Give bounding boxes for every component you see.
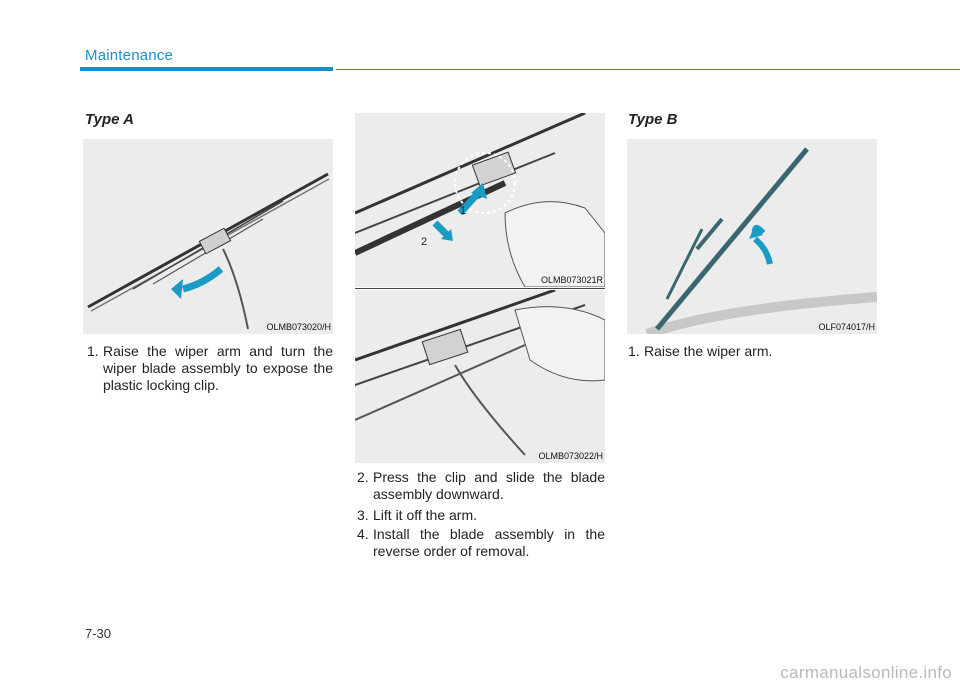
type-b-heading: Type B [628,111,678,128]
step-text: Raise the wiper arm and turn the wiper b… [103,343,333,393]
header-rule-thin [336,69,960,70]
step-number: 3. [357,507,369,523]
section-title: Maintenance [85,47,174,64]
type-b-wiper-illustration [645,147,877,334]
step-4: 4. Install the blade assembly in the rev… [357,526,605,560]
figure-slide-blade: OLMB073022/H [355,290,605,463]
step-2: 2. Press the clip and slide the blade as… [357,469,605,503]
step-3: 3. Lift it off the arm. [357,507,605,524]
step-text: Press the clip and slide the blade assem… [373,469,605,502]
figure-wiper-raise-turn: OLMB073020/H [83,139,333,334]
step-number: 4. [357,526,369,542]
header-rule-thick [80,67,333,71]
step-number: 2. [357,469,369,485]
page-number: 7-30 [85,626,112,641]
callout-1: 1 [460,205,467,217]
step-number: 1. [628,343,640,359]
figure-code: OLMB073021R [540,275,603,285]
clip-press-illustration [355,113,605,287]
step-number: 1. [87,343,99,359]
figure-code: OLMB073020/H [266,322,331,332]
step-text: Lift it off the arm. [373,507,478,523]
figure-divider [355,288,605,289]
step-1: 1. Raise the wiper arm and turn the wipe… [87,343,333,394]
type-b-step-1: 1. Raise the wiper arm. [628,343,878,360]
step-text: Raise the wiper arm. [644,343,773,359]
watermark: carmanualsonline.info [780,663,952,682]
step-text: Install the blade assembly in the revers… [373,526,605,559]
figure-press-clip: 1 2 OLMB073021R [355,113,605,287]
slide-blade-illustration [355,290,605,456]
callout-2: 2 [421,236,428,248]
type-a-heading: Type A [85,111,134,128]
figure-code: OLMB073022/H [538,451,603,461]
figure-code: OLF074017/H [818,322,875,332]
figure-raise-wiper-arm: OLF074017/H [627,139,877,334]
wiper-blade-illustration [87,172,330,330]
